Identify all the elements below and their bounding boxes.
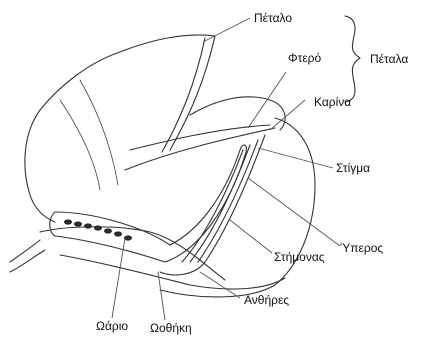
label-keel: Καρίνα: [314, 95, 351, 109]
label-petal: Πέταλο: [254, 11, 292, 25]
label-stamens: Στήμονας: [274, 250, 325, 264]
label-ovule: Ωάριο: [96, 319, 128, 333]
petals-brace: [345, 16, 360, 102]
standard-petal-drawing: [25, 35, 215, 222]
label-anthers: Ανθήρες: [244, 293, 289, 307]
label-wing: Φτερό: [288, 51, 321, 65]
label-style: Ύπερος: [340, 241, 383, 255]
label-petals-group: Πέταλα: [370, 52, 408, 66]
keel-petal-drawing: [40, 118, 315, 297]
label-ovary: Ωοθήκη: [150, 321, 192, 335]
stamens-drawing: [160, 135, 265, 275]
ovules-drawing: [64, 219, 132, 240]
pistil-drawing: [50, 145, 247, 262]
label-stigma: Στίγμα: [336, 161, 370, 175]
stem-drawing: [10, 240, 45, 272]
